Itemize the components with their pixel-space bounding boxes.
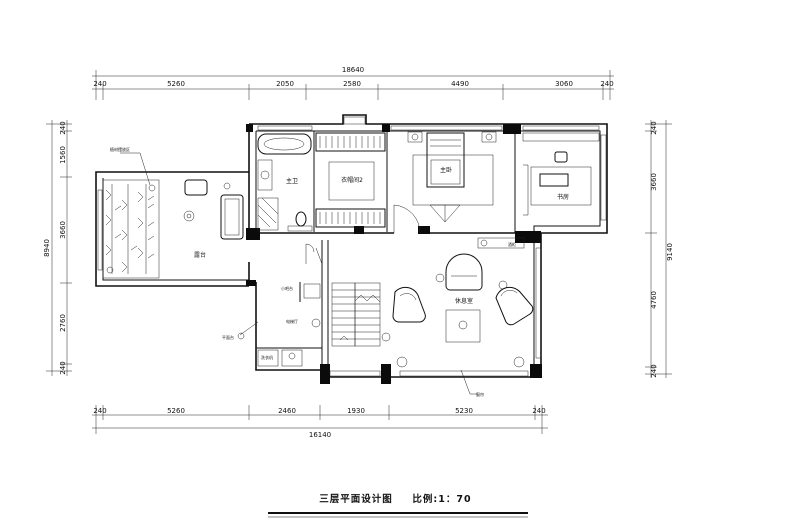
drawing-title: 三层平面设计图 [319, 493, 393, 505]
study-area [522, 132, 600, 216]
label-curtain: 窗帘 [476, 391, 484, 397]
top-dim-4: 2580 [343, 80, 361, 88]
top-dim-7: 240 [600, 80, 613, 88]
walls [95, 114, 608, 378]
label-utility: 平面台 [222, 334, 234, 340]
room-label-lounge: 休息室 [455, 297, 473, 305]
bottom-dim-5: 5230 [455, 407, 473, 415]
top-dim-6: 3060 [555, 80, 573, 88]
left-dim-2: 1560 [59, 146, 67, 164]
leader-lines [120, 152, 478, 395]
left-dim-3: 3660 [59, 221, 67, 239]
windows [97, 116, 607, 377]
bottom-dim-6: 240 [532, 407, 545, 415]
room-label-terrace: 露台 [194, 251, 206, 259]
left-dim-5: 240 [59, 361, 67, 374]
drawing-title-block: 三层平面设计图 比例:1：70 [268, 493, 528, 518]
stair-area [331, 282, 381, 347]
drawing-scale: 比例:1：70 [412, 493, 471, 505]
top-total-dim: 18640 [342, 66, 364, 74]
right-dim-4: 240 [650, 364, 658, 377]
bottom-total-dim: 16140 [309, 431, 331, 439]
bottom-dim-1: 240 [93, 407, 106, 415]
label-washer: 洗衣机 [261, 354, 273, 360]
top-dim-2: 5260 [167, 80, 185, 88]
bottom-dim-3: 2460 [278, 407, 296, 415]
lounge-area [381, 237, 534, 368]
left-dimension-line: 8940 240 1560 3660 2760 240 [43, 120, 72, 376]
room-label-master: 主卧 [440, 166, 452, 174]
bottom-dim-4: 1930 [347, 407, 365, 415]
label-stair-hall: 电梯厅 [286, 318, 298, 324]
master-bedroom-area [393, 131, 497, 234]
right-dim-2: 3660 [650, 173, 658, 191]
left-dim-4: 2760 [59, 314, 67, 332]
right-dim-3: 4760 [650, 291, 658, 309]
bathroom-area [257, 133, 313, 232]
wall-blocks [246, 124, 542, 384]
bottom-dimension-line: 240 5260 2460 1930 5230 240 16140 [92, 405, 548, 439]
top-dim-1: 240 [93, 80, 106, 88]
room-label-bath: 主卫 [286, 177, 298, 185]
top-dim-3: 2050 [276, 80, 294, 88]
utility-area [237, 243, 323, 367]
room-label-study: 书房 [557, 193, 569, 201]
planter-pattern [105, 184, 155, 274]
room-label-closet: 衣帽间2 [341, 176, 363, 184]
label-planter: 植材摆放区 [110, 146, 130, 152]
left-total-dim: 8940 [43, 239, 51, 257]
right-total-dim: 9140 [666, 243, 674, 261]
right-dim-1: 240 [650, 121, 658, 134]
terrace-area [102, 179, 244, 279]
top-dimension-line: 18640 240 5260 2050 2580 4490 3060 240 [92, 66, 614, 100]
closet-area [315, 132, 386, 228]
label-small-bar: 小吧台 [281, 285, 293, 291]
label-tv-cabinet: 酒柜 [508, 241, 516, 247]
right-dimension-line: 240 3660 4760 240 9140 [645, 120, 674, 378]
left-dim-1: 240 [59, 121, 67, 134]
bottom-dim-2: 5260 [167, 407, 185, 415]
top-dim-5: 4490 [451, 80, 469, 88]
